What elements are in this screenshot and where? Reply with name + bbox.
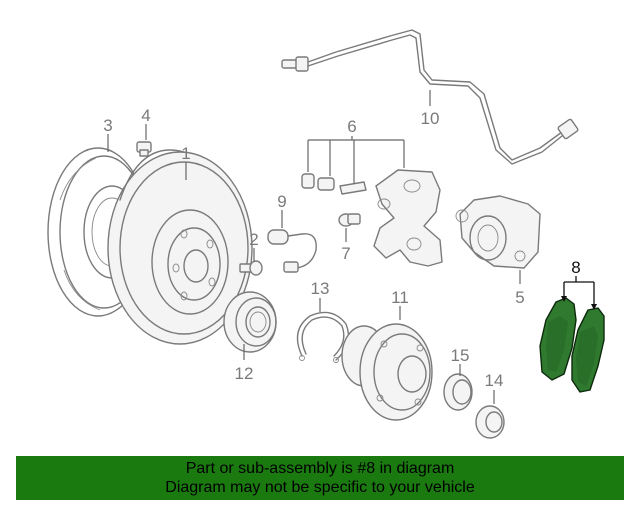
part-8-brake-pads[interactable] (539, 297, 605, 393)
banner-line-1: Part or sub-assembly is #8 in diagram (185, 460, 455, 477)
part-4-bolt[interactable] (136, 141, 152, 157)
part-11-wheel-hub[interactable] (341, 323, 433, 421)
callout-4: 4 (141, 106, 150, 125)
part-5-caliper[interactable] (455, 195, 541, 269)
part-14-hub-nut[interactable] (475, 405, 505, 439)
part-9-wear-sensor[interactable] (267, 229, 317, 273)
callout-6: 6 (347, 117, 356, 136)
callout-11: 11 (391, 288, 409, 307)
callout-12: 12 (235, 364, 254, 383)
leader-lines (107, 90, 597, 404)
callout-1: 1 (181, 144, 190, 163)
callout-13: 13 (311, 279, 330, 298)
callout-2: 2 (249, 230, 258, 249)
callout-5: 5 (515, 288, 524, 307)
part-12-wheel-bearing[interactable] (223, 291, 277, 353)
part-13-snap-ring[interactable] (296, 311, 350, 363)
banner-line-2: Diagram may not be specific to your vehi… (165, 479, 475, 496)
callout-8: 8 (571, 258, 580, 277)
part-7-bolt[interactable] (338, 213, 361, 227)
callout-15: 15 (451, 346, 470, 365)
part-2-screw[interactable] (239, 260, 263, 276)
callout-10: 10 (421, 109, 440, 128)
callout-3: 3 (103, 116, 112, 135)
part-15-nut[interactable] (443, 373, 473, 411)
callout-labels: 3 4 1 2 9 6 7 10 5 8 12 13 11 15 14 (103, 106, 580, 390)
callout-9: 9 (277, 192, 286, 211)
callout-14: 14 (485, 371, 504, 390)
part-10-brake-line[interactable] (281, 29, 579, 165)
info-banner: Part or sub-assembly is #8 in diagram Di… (16, 456, 624, 500)
part-1-brake-rotor[interactable] (107, 149, 253, 345)
callout-7: 7 (341, 244, 350, 263)
parts-diagram: 3 4 1 2 9 6 7 10 5 8 12 13 11 15 14 (47, 29, 605, 439)
part-6-caliper-bracket-kit[interactable] (301, 169, 443, 267)
